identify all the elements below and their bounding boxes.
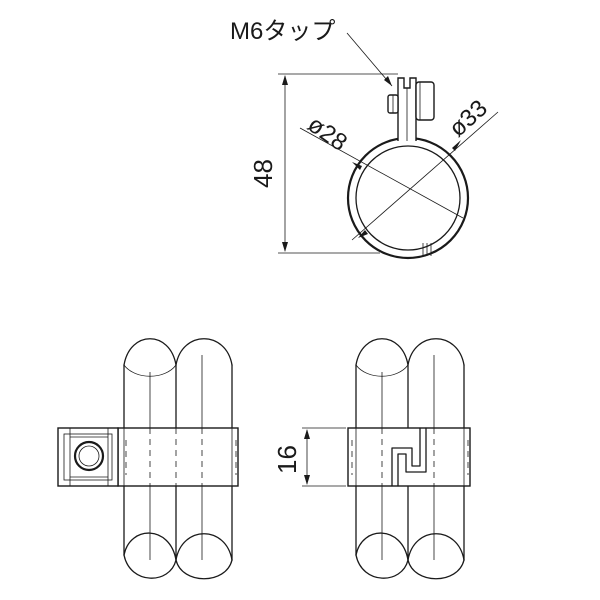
dim-width [302,427,346,487]
dia-outer-label: ø33 [444,95,493,143]
top-view-clamp: M6タップ ø33 ø28 48 [230,18,499,260]
dim-dia-outer [351,111,499,241]
dim-dia-inner [299,127,464,219]
pipe-top-wave-right [355,338,465,366]
front-view-right: 16 [272,338,471,580]
dim-height [278,73,398,254]
width-label: 16 [272,445,302,474]
dia-inner-label: ø28 [303,111,352,157]
pipe-bottom-wave-right [355,532,465,561]
height-label: 48 [248,159,278,188]
clamp-split [391,427,427,487]
pipe-top-wave-left [123,338,233,366]
clamp-outer-ring [346,136,470,260]
ring-bottom-marks [422,243,432,256]
screw-hole [73,440,105,472]
front-view-left [57,338,239,580]
tap-label: M6タップ [230,18,335,45]
clamp-lug [387,77,435,141]
tap-leader [346,32,393,87]
clamp-inner-ring [355,145,461,251]
clamp-band-right [347,427,471,487]
clamp-band-left [117,427,239,487]
pipe-bottom-wave-left [123,532,233,561]
